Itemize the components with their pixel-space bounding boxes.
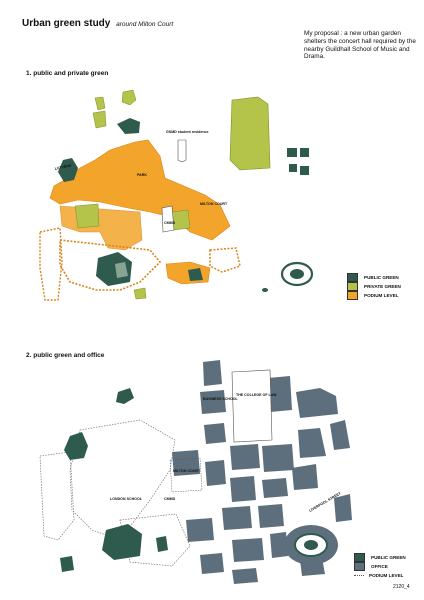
podium-level-area [59,239,162,291]
legend-label: PUBLIC GREEN [371,555,406,560]
office-block [172,450,200,476]
legend-item: PUBLIC GREEN [347,273,401,282]
legend-item: PODIUM LEVEL [347,291,401,300]
page-title: Urban green study around Milton Court [22,18,173,29]
office-block [205,460,226,486]
office-block [222,506,252,530]
office-block [258,504,284,528]
milton-court-outline [169,457,203,493]
legend-label: PODIUM LEVEL [364,293,399,298]
subtitle-text: around Milton Court [116,21,174,28]
legend-map2: PUBLIC GREEN OFFICE PODIUM LEVEL [354,553,406,580]
public-green-block [300,148,309,157]
legend-label: PRIVATE GREEN [364,284,401,289]
podium-level-area [59,205,143,251]
public-green-block [262,288,268,292]
private-green-block [171,209,191,231]
office-block [230,444,260,470]
office-block [262,478,288,498]
office-block [334,494,352,522]
label-gsmd: GSMD student residence [166,130,209,134]
legend-label: PODIUM LEVEL [369,573,404,578]
public-green-block [300,166,309,175]
private-green-block [74,203,100,229]
private-green-block [121,89,137,106]
podium-level-outline [69,419,176,541]
milton-court-outline [161,205,175,233]
office-block [200,553,224,574]
public-green-block [60,556,74,572]
label-lutyens: LUTYENS [54,163,72,171]
label-business-school: BUSINESS SCHOOL [203,397,239,401]
public-green-block [116,388,134,404]
private-green-block [133,287,147,300]
section-heading-2: 2. public green and office [26,352,105,359]
label-cmmd: CMMD [164,221,176,225]
title-text: Urban green study [22,18,111,29]
label-college-of-law: THE COLLEGE OF LAW [236,393,277,397]
gsmd-building-outline [177,139,187,163]
proposal-note: My proposal : a new urban garden shelter… [304,30,416,61]
public-green-block [64,432,88,460]
office-block [298,428,326,458]
public-green-block [58,158,78,182]
podium-level-outline [39,451,75,541]
office-block [200,390,226,414]
office-block [232,568,258,584]
legend-map1: PUBLIC GREEN PRIVATE GREEN PODIUM LEVEL [347,273,401,300]
legend-item: PUBLIC GREEN [354,553,406,562]
office-block [262,444,294,472]
label-cmmd: CMMD [164,497,176,501]
public-green-circle [290,269,304,279]
public-green-block [289,164,297,172]
label-milton-court: MILTON COURT [173,469,201,473]
map-public-private-green: GSMD student residence LUTYENS PARK MILT… [39,89,314,301]
page-number: 2120_4 [393,584,410,590]
college-of-law-outline [231,369,273,443]
label-milton-court: MILTON COURT [200,202,228,206]
office-block [230,476,256,502]
public-green-circle [280,261,314,287]
podium-level-area [165,261,211,285]
label-park: PARK [137,173,147,177]
office-block [203,360,222,386]
public-green-circle [304,540,318,550]
public-green-block [287,148,297,157]
legend-item: OFFICE [354,562,406,571]
map-public-green-office: BUSINESS SCHOOL THE COLLEGE OF LAW MILTO… [39,360,352,584]
private-green-block [94,96,106,111]
legend-item: PRIVATE GREEN [347,282,401,291]
private-green-block [92,110,107,129]
section-heading-1: 1. public and private green [26,70,109,77]
label-london-school: LONDON SCHOOL [110,497,143,501]
legend-label: PUBLIC GREEN [364,275,399,280]
office-block [296,388,338,418]
office-block [268,376,292,412]
public-green-block [156,536,168,552]
public-green-block [96,252,132,286]
office-block [186,518,214,542]
office-block [232,538,264,562]
office-block [292,464,318,490]
private-green-block [229,96,271,171]
office-block [204,423,226,444]
office-blocks [172,360,352,584]
office-block [330,420,350,450]
public-green-block [117,118,140,134]
podium-level-area [209,247,241,273]
legend-item: PODIUM LEVEL [354,571,406,580]
public-green-block [102,524,142,560]
public-green-block [188,268,203,281]
office-block [270,532,288,558]
public-green-block [115,262,128,278]
legend-label: OFFICE [371,564,388,569]
podium-level-area [39,227,63,301]
